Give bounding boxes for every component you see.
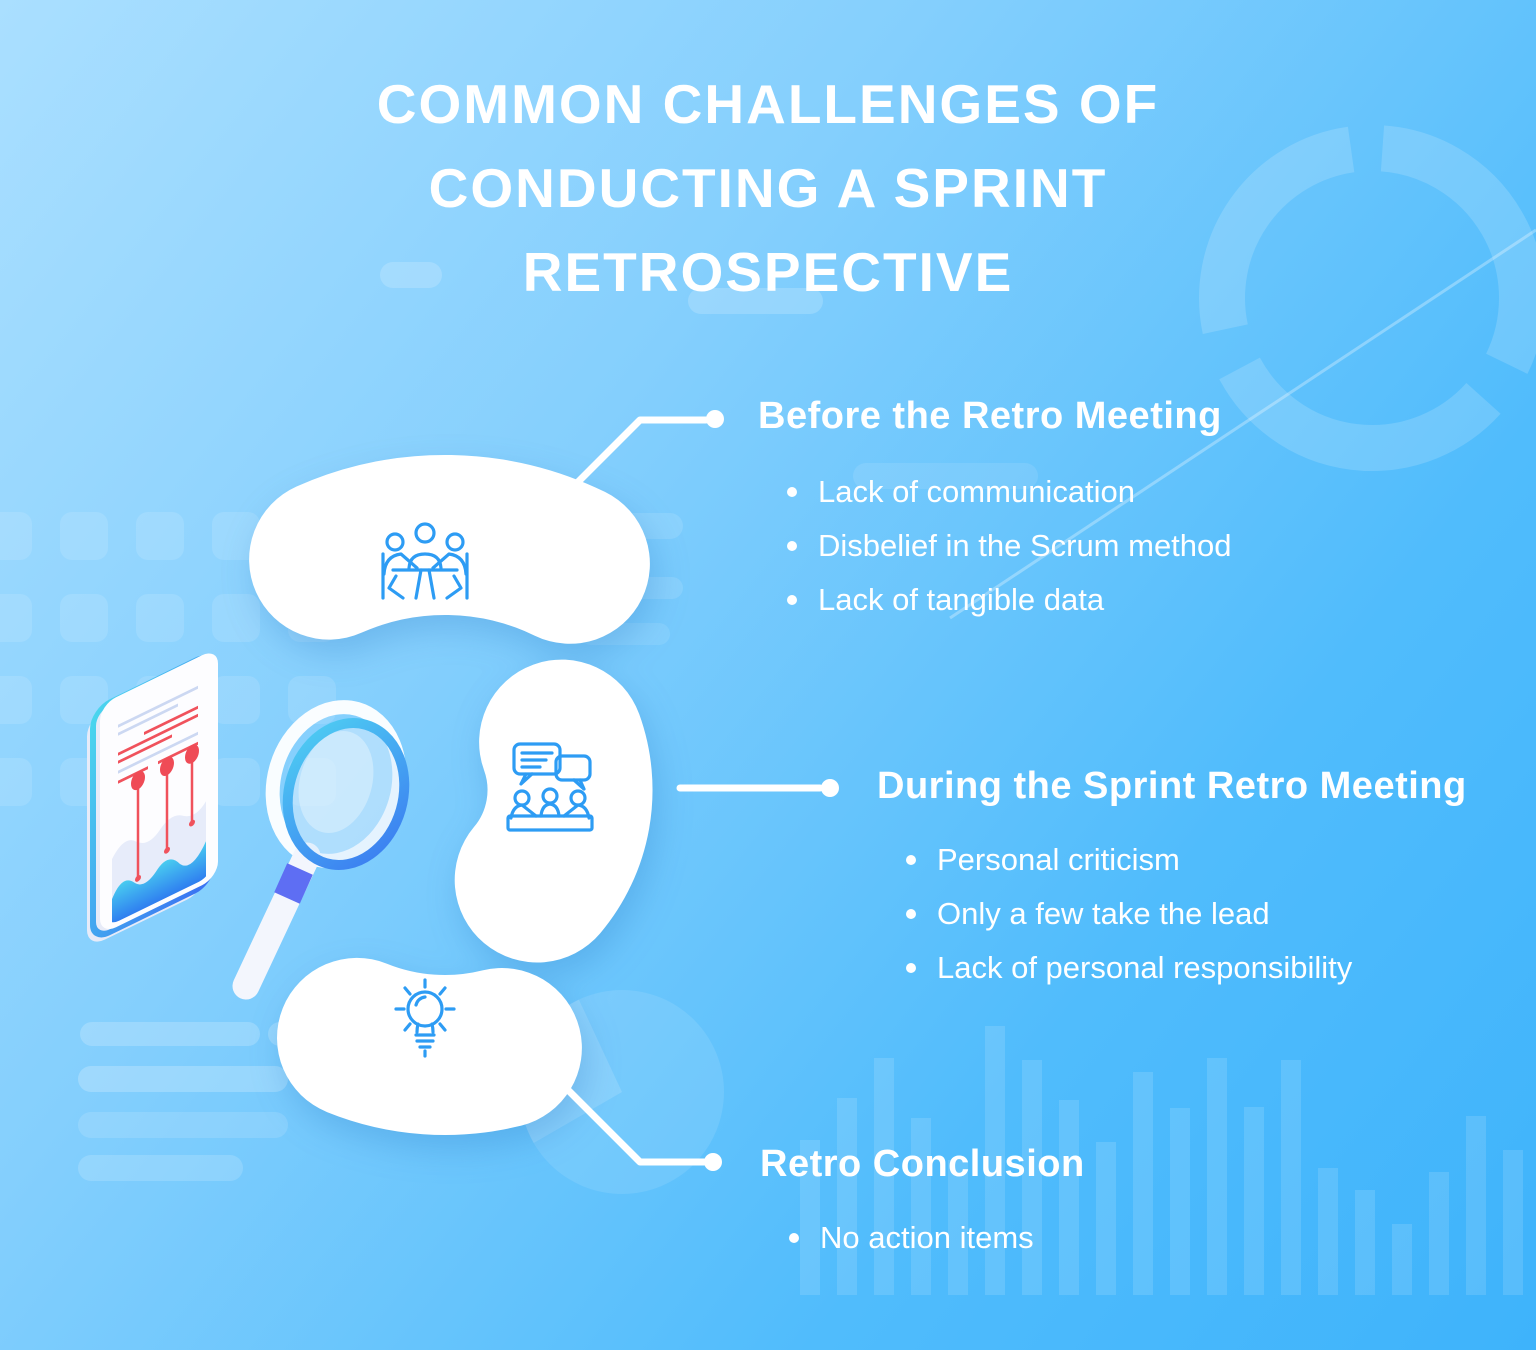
section-before-title: Before the Retro Meeting: [758, 395, 1222, 437]
magnifying-glass-illustration: [232, 700, 410, 1000]
background-decorations: [0, 125, 1536, 1295]
connector-dot: [706, 410, 724, 428]
section-during-bullets: Personal criticism Only a few take the l…: [906, 833, 1467, 995]
meeting-table-icon: [381, 522, 469, 600]
phone-analytics-illustration: [87, 653, 218, 942]
title-line-1: COMMON CHALLENGES OF: [376, 73, 1160, 135]
title-line-2: CONDUCTING A SPRINT: [428, 157, 1108, 219]
idea-lightbulb-icon: [394, 978, 456, 1058]
team-discussion-icon: [506, 742, 594, 832]
bullet-item: Lack of communication: [787, 465, 1232, 519]
section-before: Before the Retro Meeting Lack of communi…: [758, 392, 1232, 627]
section-during: During the Sprint Retro Meeting Personal…: [877, 762, 1467, 995]
bullet-item: No action items: [789, 1211, 1085, 1265]
connector-dot: [704, 1153, 722, 1171]
bullet-item: Only a few take the lead: [906, 887, 1467, 941]
connector-before: [561, 410, 724, 499]
bullet-item: Lack of tangible data: [787, 573, 1232, 627]
section-during-title: During the Sprint Retro Meeting: [877, 765, 1467, 807]
data-pin-markers: [131, 744, 199, 882]
page-title: COMMON CHALLENGES OF CONDUCTING A SPRINT…: [0, 62, 1536, 314]
bullet-item: Personal criticism: [906, 833, 1467, 887]
connector-conclusion: [561, 1083, 722, 1171]
section-conclusion: Retro Conclusion No action items: [760, 1140, 1085, 1265]
connector-dot: [821, 779, 839, 797]
connector-during: [676, 779, 839, 797]
section-before-bullets: Lack of communication Disbelief in the S…: [787, 465, 1232, 627]
title-line-3: RETROSPECTIVE: [522, 241, 1014, 303]
section-conclusion-bullets: No action items: [789, 1211, 1085, 1265]
bullet-item: Disbelief in the Scrum method: [787, 519, 1232, 573]
section-conclusion-title: Retro Conclusion: [760, 1143, 1085, 1185]
bullet-item: Lack of personal responsibility: [906, 941, 1467, 995]
